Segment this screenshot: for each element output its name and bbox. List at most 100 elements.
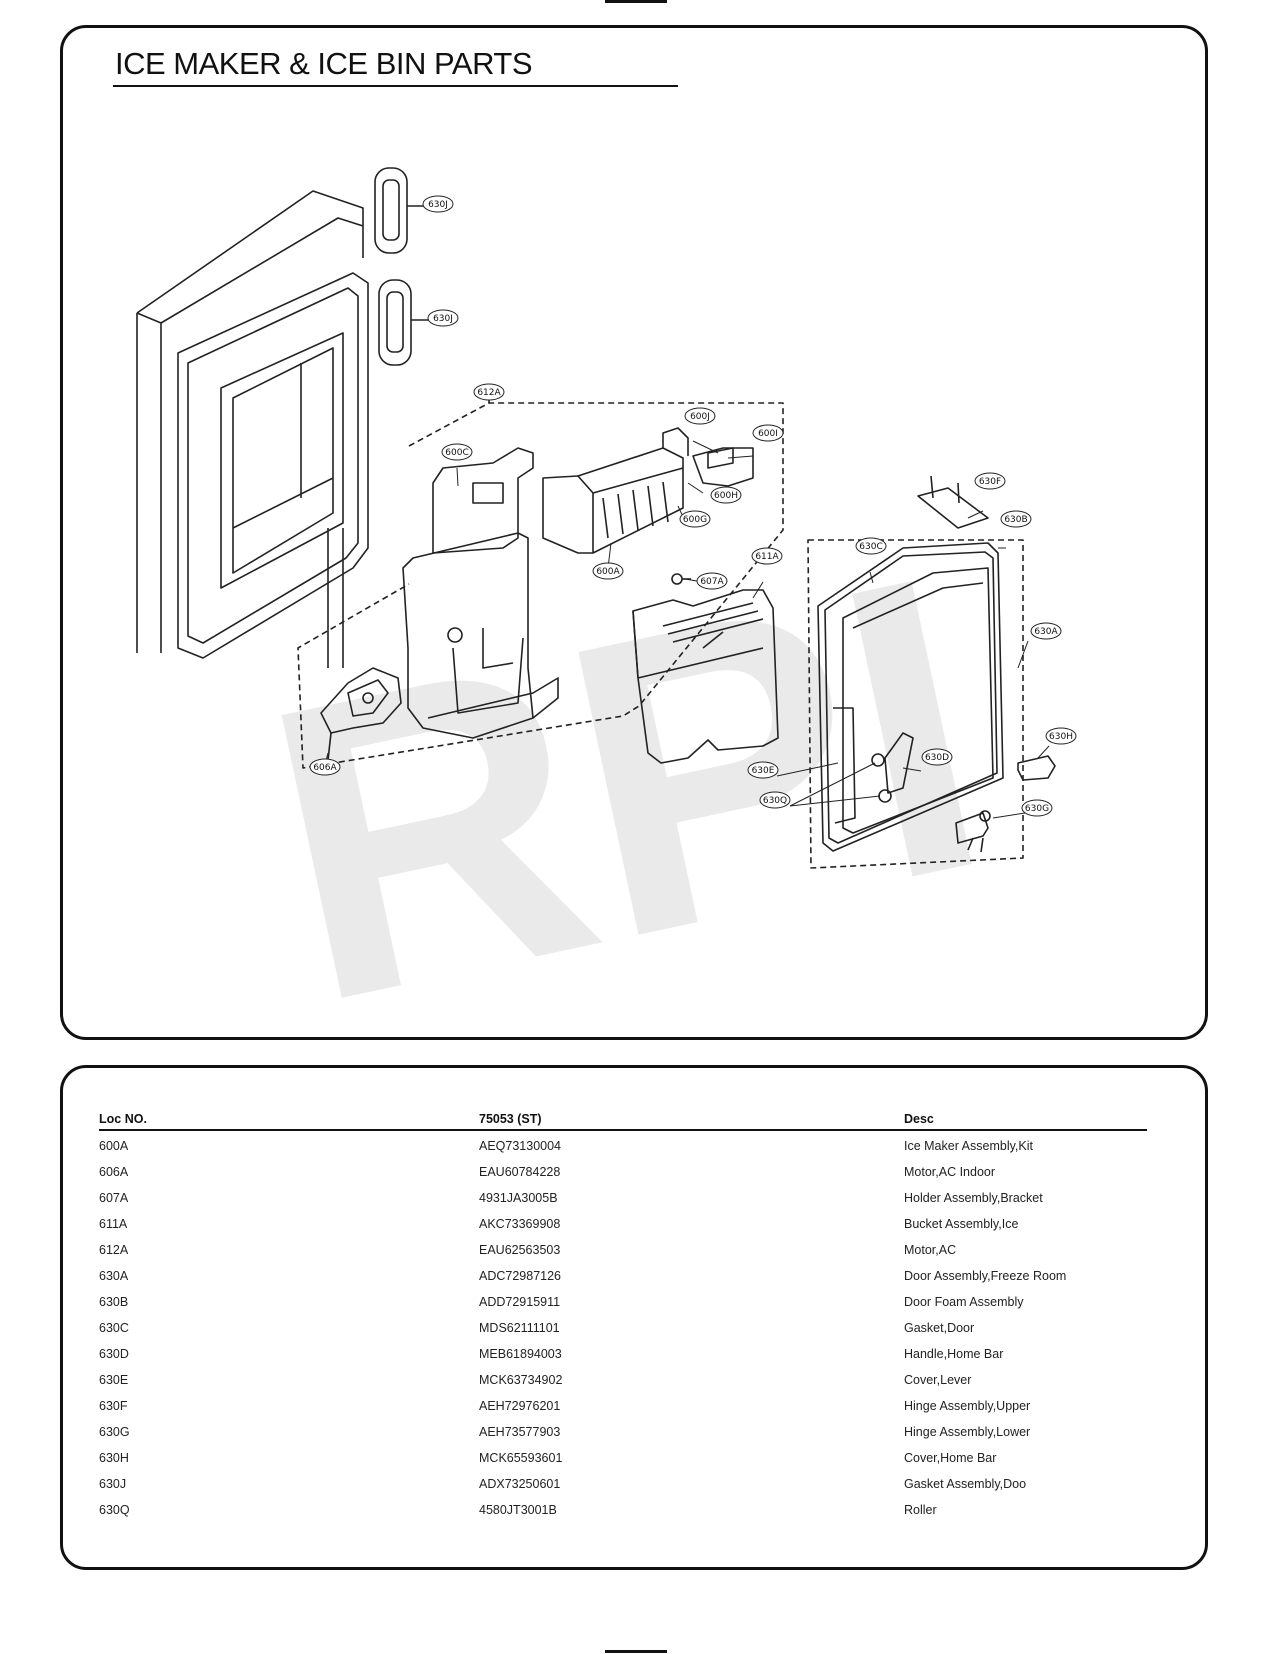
cell-desc: Ice Maker Assembly,Kit: [904, 1139, 1033, 1153]
cell-desc: Door Foam Assembly: [904, 1295, 1024, 1309]
gasket-630j-lower: [378, 279, 429, 366]
callout-630h: 630H: [1045, 727, 1077, 745]
callout-630b: 630B: [1000, 510, 1032, 528]
cell-desc: Motor,AC: [904, 1243, 957, 1257]
cell-loc: 630Q: [99, 1503, 130, 1517]
callout-630a: 630A: [1030, 622, 1062, 640]
header-part-number: 75053 (ST): [479, 1112, 904, 1131]
svg-text:630A: 630A: [1034, 627, 1058, 637]
cell-desc: Gasket Assembly,Doo: [904, 1477, 1027, 1491]
cell-desc: Cover,Home Bar: [904, 1451, 997, 1465]
diagram-panel: ICE MAKER & ICE BIN PARTS RPI: [60, 25, 1208, 1040]
cell-loc: 630J: [99, 1477, 127, 1491]
exploded-parts-diagram: RPI: [136, 167, 1077, 1037]
parts-list-panel: Loc NO. 75053 (ST) Desc 600A AEQ73130004 I…: [60, 1065, 1208, 1570]
table-row: 630C MDS62111101 Gasket,Door: [99, 1315, 1147, 1341]
svg-text:600A: 600A: [596, 567, 620, 577]
cell-part: 4580JT3001B: [479, 1503, 557, 1517]
svg-text:600H: 600H: [714, 491, 738, 501]
svg-text:630B: 630B: [1004, 515, 1027, 525]
cell-part: EAU60784228: [479, 1165, 561, 1179]
cell-desc: Cover,Lever: [904, 1373, 972, 1387]
svg-text:600C: 600C: [445, 448, 468, 458]
cell-loc: 630A: [99, 1269, 129, 1283]
callout-611a: 611A: [751, 547, 783, 565]
svg-text:630Q: 630Q: [763, 796, 787, 806]
cell-desc: Holder Assembly,Bracket: [904, 1191, 1043, 1205]
callout-600h: 600H: [710, 486, 742, 504]
cell-part: MDS62111101: [479, 1321, 560, 1335]
cell-loc: 630C: [99, 1321, 129, 1335]
callout-630f: 630F: [974, 472, 1006, 490]
callout-630c: 630C: [855, 537, 887, 555]
cell-loc: 612A: [99, 1243, 129, 1257]
freezer-door-frame: [136, 190, 369, 668]
door-630a: [817, 542, 1004, 852]
svg-text:600J: 600J: [690, 412, 710, 422]
callout-630e: 630E: [747, 761, 779, 779]
title-underline: [113, 85, 678, 87]
svg-text:612A: 612A: [477, 388, 501, 398]
svg-text:611A: 611A: [755, 552, 779, 562]
svg-text:606A: 606A: [313, 763, 337, 773]
cell-part: MEB61894003: [479, 1347, 562, 1361]
svg-text:630F: 630F: [979, 477, 1001, 487]
cell-part: ADX73250601: [479, 1477, 561, 1491]
motor-housing-612a: [402, 447, 559, 739]
cell-loc: 630G: [99, 1425, 130, 1439]
callout-630j-upper: 630J: [422, 195, 454, 213]
svg-text:600I: 600I: [758, 429, 778, 439]
cell-loc: 630H: [99, 1451, 129, 1465]
callout-600a: 600A: [592, 562, 624, 580]
hinge-upper-630f: [917, 475, 989, 529]
cell-part: EAU62563503: [479, 1243, 561, 1257]
svg-text:630J: 630J: [433, 314, 453, 324]
cell-part: AEH73577903: [479, 1425, 561, 1439]
svg-text:600G: 600G: [683, 515, 707, 525]
group-612a-outline: [297, 402, 784, 769]
cell-loc: 630F: [99, 1399, 128, 1413]
callout-600c: 600C: [441, 443, 473, 461]
callout-600j: 600J: [684, 407, 716, 425]
cell-part: 4931JA3005B: [479, 1191, 558, 1205]
gasket-630j-upper: [374, 167, 425, 254]
page-top-mark: [605, 0, 667, 3]
cell-part: AKC73369908: [479, 1217, 561, 1231]
cell-loc: 600A: [99, 1139, 129, 1153]
ice-maker-600a: [542, 427, 689, 554]
cell-loc: 630E: [99, 1373, 129, 1387]
callout-606a: 606A: [309, 758, 341, 776]
group-630a-outline: [807, 539, 1024, 869]
header-description: Desc: [904, 1112, 1147, 1131]
header-loc-no: Loc NO.: [99, 1112, 479, 1131]
cell-desc: Door Assembly,Freeze Room: [904, 1269, 1067, 1283]
ice-bucket-611a: [632, 589, 779, 764]
cell-loc: 630B: [99, 1295, 129, 1309]
cell-part: AEQ73130004: [479, 1139, 562, 1153]
svg-text:630J: 630J: [428, 200, 448, 210]
page-bottom-mark: [605, 1650, 667, 1653]
svg-text:630C: 630C: [859, 542, 882, 552]
watermark-text: RPI: [236, 487, 1018, 1037]
cell-part: AEH72976201: [479, 1399, 561, 1413]
callout-607a: 607A: [696, 572, 728, 590]
hinge-lower-630g: [955, 810, 991, 853]
cell-loc: 606A: [99, 1165, 129, 1179]
cover-630h: [1017, 755, 1056, 781]
table-row: 600A AEQ73130004 Ice Maker Assembly,Kit: [99, 1130, 1147, 1159]
table-row: 612A EAU62563503 Motor,AC: [99, 1237, 1147, 1263]
cell-loc: 611A: [99, 1217, 128, 1231]
cell-desc: Bucket Assembly,Ice: [904, 1217, 1019, 1231]
parts-table: Loc NO. 75053 (ST) Desc 600A AEQ73130004 I…: [99, 1112, 1147, 1523]
callout-600i: 600I: [752, 424, 784, 442]
cell-desc: Gasket,Door: [904, 1321, 975, 1335]
svg-text:630G: 630G: [1025, 804, 1049, 814]
cell-loc: 630D: [99, 1347, 129, 1361]
